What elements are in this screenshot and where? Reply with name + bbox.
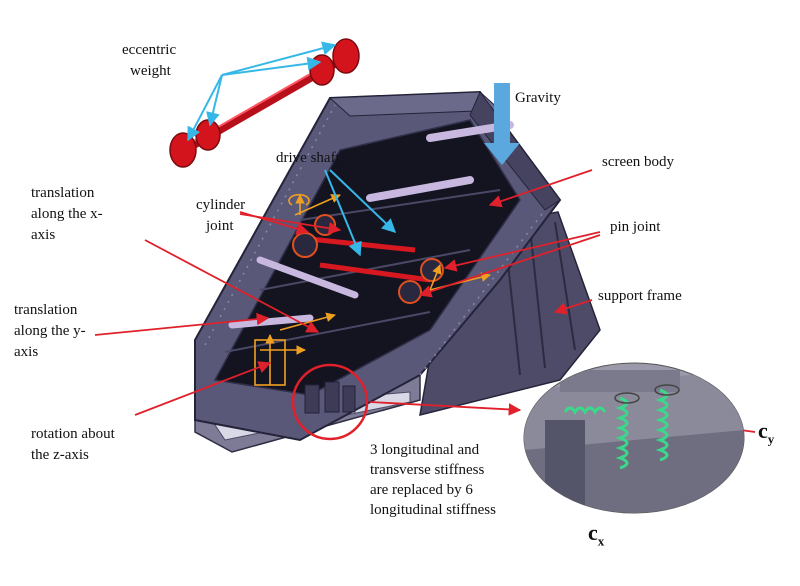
eccentric-weight-label-line: weight: [130, 63, 171, 79]
eccentric-weight-assembly: [169, 38, 360, 168]
stiffness-note-line: longitudinal stiffness: [370, 502, 496, 518]
translation-x-label-line: axis: [31, 227, 56, 243]
stiffness-note-line: are replaced by 6: [370, 482, 473, 498]
rotation-z-label: rotation about the z-axis: [31, 424, 115, 466]
stiffness-note-line: 3 longitudinal and: [370, 442, 480, 458]
eccentric-weight-label-line: eccentric: [122, 42, 177, 58]
gravity-arrow: [484, 83, 520, 165]
cylinder-joint-label-line: cylinder: [196, 197, 246, 213]
screen-body-label: screen body: [602, 154, 675, 170]
translation-y-label-line: along the y-: [14, 323, 86, 339]
drive-shaft-label: drive shaft: [276, 150, 340, 166]
cx-sub: x: [597, 533, 605, 549]
gravity-label: Gravity: [515, 90, 561, 106]
translation-x-label: translation along the x- axis: [31, 183, 103, 246]
spring-seat-highlight: [291, 363, 369, 441]
drive-shaft-arrows: [324, 169, 397, 257]
translation-x-label-line: translation: [31, 185, 95, 201]
rotation-z-label-line: rotation about: [31, 426, 115, 442]
cylinder-joint-label-line: joint: [206, 218, 234, 234]
cy-base: c: [758, 418, 768, 443]
rotation-z-label-line: the z-axis: [31, 447, 89, 463]
cy-symbol: cy: [758, 418, 774, 447]
spring-zoom-inset: [523, 362, 745, 514]
eccentric-weight-arrows: [187, 41, 337, 142]
translation-y-label-line: axis: [14, 344, 39, 360]
cylinder-joint-label: cylinder joint: [196, 195, 245, 237]
translation-x-label-line: along the x-: [31, 206, 103, 222]
eccentric-weight-label: eccentric weight: [122, 40, 176, 82]
spring-seat-drawing: [304, 381, 356, 414]
pin-joint-label: pin joint: [610, 219, 661, 235]
cy-sub: y: [767, 431, 775, 447]
stiffness-note: 3 longitudinal and transverse stiffness …: [370, 440, 496, 520]
stiffness-note-line: transverse stiffness: [370, 462, 485, 478]
support-frame-label: support frame: [598, 288, 682, 304]
cx-symbol: cx: [588, 520, 604, 549]
translation-y-label-line: translation: [14, 302, 78, 318]
cx-base: c: [588, 520, 598, 545]
translation-y-label: translation along the y- axis: [14, 300, 86, 363]
